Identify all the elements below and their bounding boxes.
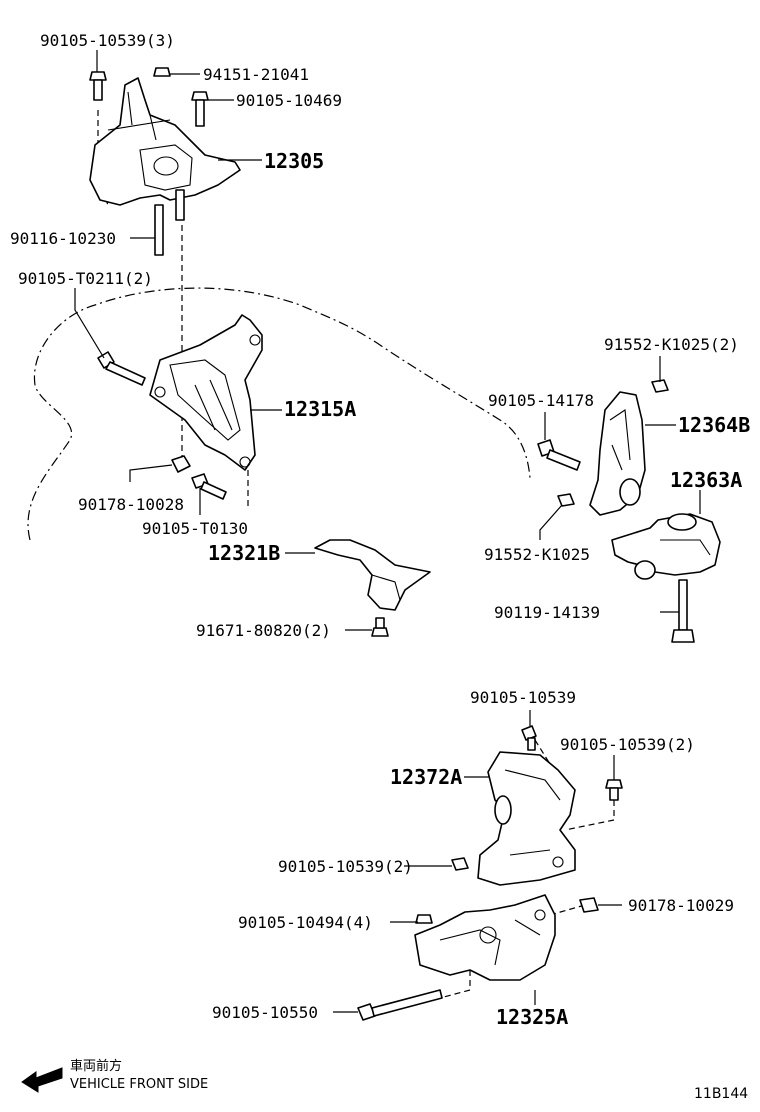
label-94151-21041: 94151-21041 bbox=[203, 65, 309, 84]
part-12363A bbox=[611, 513, 721, 580]
label-90105-T0211-2: 90105-T0211(2) bbox=[18, 269, 153, 288]
nut-90178-10029 bbox=[579, 897, 599, 913]
engine-outline bbox=[27, 287, 531, 541]
leader-lines bbox=[74, 50, 701, 1013]
label-90178-10029: 90178-10029 bbox=[628, 896, 734, 915]
bolt-90105-10469 bbox=[191, 91, 209, 127]
bolt-90105-10539-c bbox=[451, 857, 469, 871]
bolt-90105-10539-b bbox=[605, 779, 623, 801]
label-90105-10539-2b: 90105-10539(2) bbox=[278, 857, 413, 876]
bolt-90105-10539-3 bbox=[89, 71, 107, 101]
label-12363A: 12363A bbox=[670, 468, 742, 492]
part-12305 bbox=[89, 77, 241, 256]
legend-english: VEHICLE FRONT SIDE bbox=[70, 1077, 208, 1092]
align-line-7 bbox=[549, 904, 586, 916]
nut-90178-10028 bbox=[171, 455, 191, 473]
vehicle-front-arrow-icon bbox=[21, 1067, 63, 1093]
label-90178-10028: 90178-10028 bbox=[78, 495, 184, 514]
bolt-90105-10550 bbox=[357, 989, 443, 1021]
nut-94151-21041 bbox=[153, 67, 171, 77]
label-91671-80820-2: 91671-80820(2) bbox=[196, 621, 331, 640]
label-90105-10550: 90105-10550 bbox=[212, 1003, 318, 1022]
legend-japanese: 車両前方 bbox=[70, 1058, 122, 1074]
bolt-90119-14139 bbox=[671, 579, 695, 643]
label-12372A: 12372A bbox=[390, 765, 462, 789]
label-90105-10494-4: 90105-10494(4) bbox=[238, 913, 373, 932]
diagram-code: 11B144 bbox=[694, 1086, 748, 1102]
part-12321B bbox=[314, 539, 431, 611]
label-90116-10230: 90116-10230 bbox=[10, 229, 116, 248]
label-90105-10539-top: 90105-10539 bbox=[470, 688, 576, 707]
bolt-90105-T0130 bbox=[191, 473, 227, 500]
bolt-90105-14178 bbox=[537, 439, 581, 471]
label-12325A: 12325A bbox=[496, 1005, 568, 1029]
label-90105-10539-3: 90105-10539(3) bbox=[40, 31, 175, 50]
label-90105-10539-2a: 90105-10539(2) bbox=[560, 735, 695, 754]
part-12325A bbox=[414, 894, 556, 981]
label-12305: 12305 bbox=[264, 149, 324, 173]
bolt-90105-10539-a bbox=[521, 725, 537, 751]
nut-91552-K1025 bbox=[557, 493, 575, 507]
part-12315A bbox=[149, 314, 263, 471]
part-12364B bbox=[589, 391, 646, 516]
label-90105-T0130: 90105-T0130 bbox=[142, 519, 248, 538]
bolt-90105-T0211 bbox=[97, 351, 146, 386]
label-12364B: 12364B bbox=[678, 413, 750, 437]
label-90105-10469: 90105-10469 bbox=[236, 91, 342, 110]
bolt-90105-10494 bbox=[415, 914, 433, 924]
label-12321B: 12321B bbox=[208, 541, 280, 565]
part-12372A bbox=[477, 751, 576, 886]
label-12315A: 12315A bbox=[284, 397, 356, 421]
label-90105-14178: 90105-14178 bbox=[488, 391, 594, 410]
label-91552-K1025: 91552-K1025 bbox=[484, 545, 590, 564]
label-91552-K1025-2: 91552-K1025(2) bbox=[604, 335, 739, 354]
align-line-4 bbox=[534, 739, 561, 781]
label-90119-14139: 90119-14139 bbox=[494, 603, 600, 622]
align-line-5 bbox=[564, 800, 615, 831]
bolt-91671-80820 bbox=[371, 617, 389, 637]
